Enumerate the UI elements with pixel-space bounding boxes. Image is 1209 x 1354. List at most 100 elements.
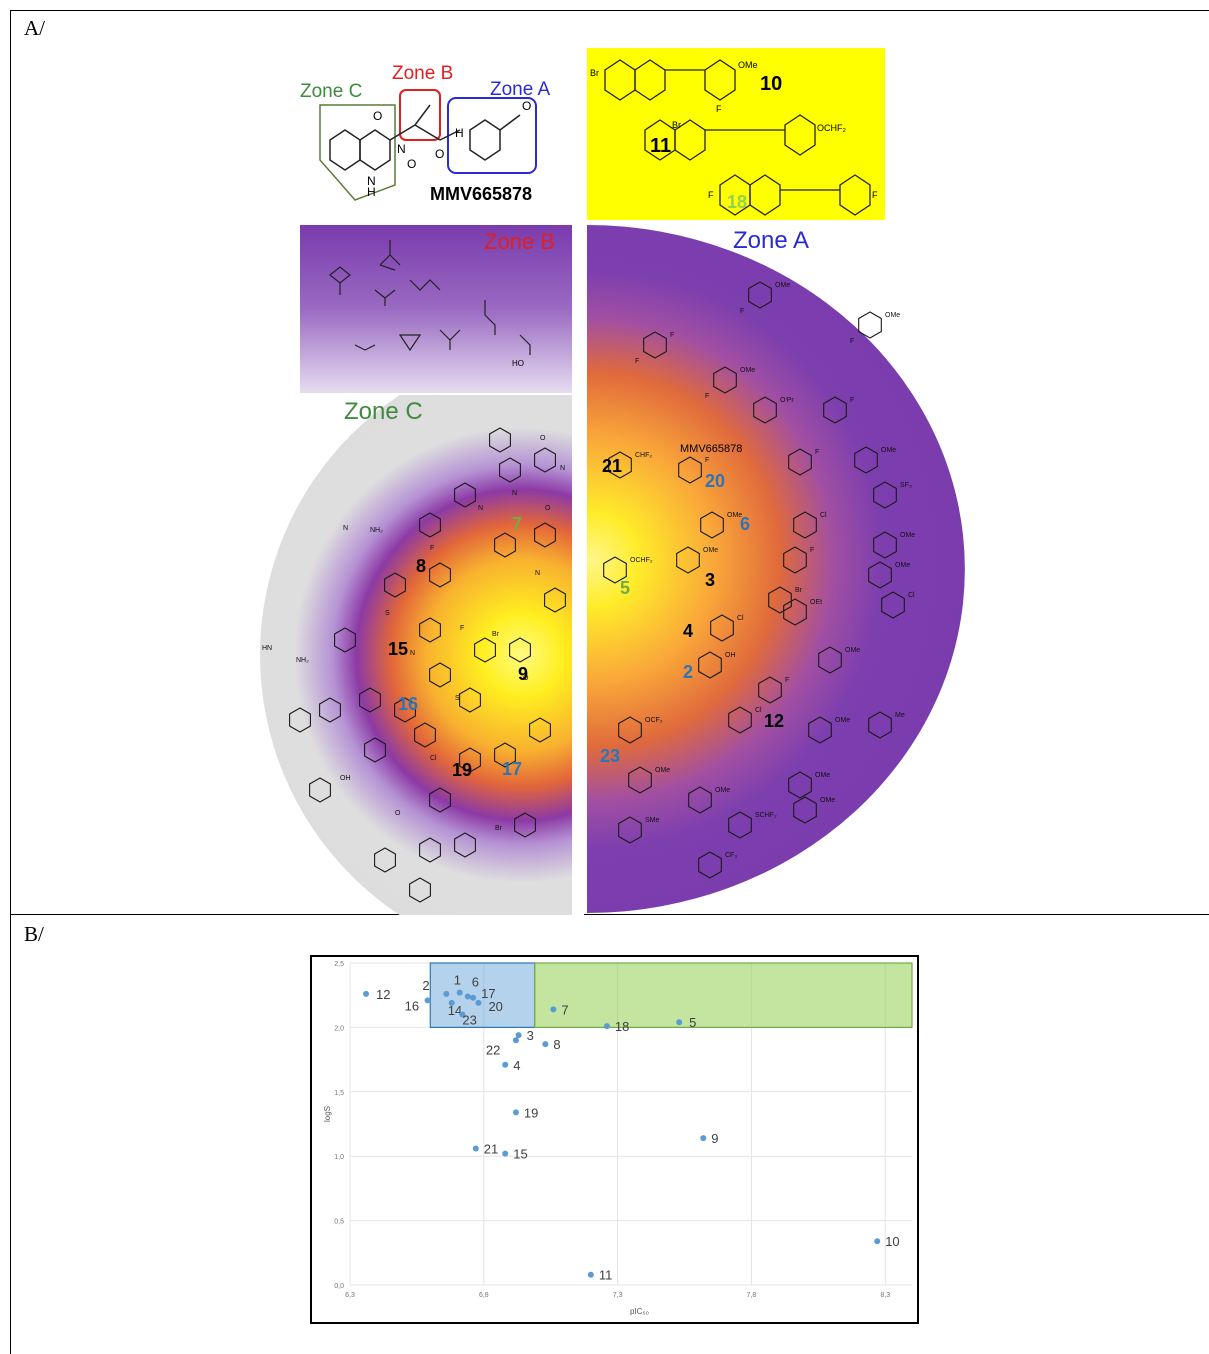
zone-a-ring <box>678 456 702 484</box>
scaffold-compound-name: MMV665878 <box>430 184 532 204</box>
zone-a-ring <box>700 511 724 539</box>
zone-c-ring <box>544 587 566 613</box>
zone-a-substituent-label: OMe <box>815 772 830 779</box>
compound-number-6: 6 <box>740 514 750 534</box>
zone-c-ring <box>319 697 341 723</box>
zone-c-atom-label: S <box>385 610 390 617</box>
zone-a-substituent-label: F <box>740 308 744 315</box>
data-label-11: 11 <box>599 1268 613 1283</box>
zone-c-ring <box>419 617 441 643</box>
zone-a-substituent-label: OMe <box>715 787 730 794</box>
y-tick-label: 1,5 <box>334 1090 344 1097</box>
compound-number-21: 21 <box>602 456 622 476</box>
scaffold-atom-o2: O <box>435 147 444 161</box>
zone-c-atom-label: F <box>460 625 464 632</box>
zone-a-ring <box>688 786 712 814</box>
compound-number-3: 3 <box>705 570 715 590</box>
scaffold-structure: Zone C Zone B Zone A O N H O N H O O MMV… <box>300 63 551 204</box>
zone-c-title: Zone C <box>344 398 423 425</box>
zone-a-substituent-label: CF₃ <box>725 852 737 859</box>
data-label-2: 2 <box>422 978 429 993</box>
compound-number-20: 20 <box>705 471 725 491</box>
zone-a-top-label: Zone A <box>490 79 551 100</box>
data-point-5 <box>676 1019 683 1026</box>
data-label-18: 18 <box>615 1019 629 1034</box>
zone-c-atom-label: N <box>478 505 483 512</box>
zone-a-substituent-label: OMe <box>727 512 742 519</box>
compound-number-8: 8 <box>416 556 426 576</box>
zone-a-substituent-label: Cl <box>737 615 744 622</box>
data-point-1 <box>456 989 463 996</box>
data-label-15: 15 <box>513 1147 527 1162</box>
zone-a-ring <box>881 591 905 619</box>
zone-c-ring <box>499 457 521 483</box>
zone-c-atom-label: Cl <box>430 755 437 762</box>
data-point-12 <box>363 990 370 997</box>
zone-a-substituent-label: F <box>705 457 709 464</box>
data-label-8: 8 <box>553 1037 560 1052</box>
zone-c-atom-label: HN <box>262 645 272 652</box>
x-tick-label: 6,8 <box>479 1292 489 1299</box>
zone-a-substituent-label: OⁱPr <box>780 396 794 404</box>
scaffold-atom-o3: O <box>407 157 416 171</box>
zone-b-panel: Zone B HO <box>300 225 572 393</box>
data-point-21 <box>472 1145 479 1152</box>
zone-c-ring <box>334 627 356 653</box>
zone-a-substituent-label: F <box>850 338 854 345</box>
data-point-4 <box>502 1061 509 1068</box>
zone-a-ring <box>608 451 632 479</box>
zone-a-ring <box>768 586 792 614</box>
data-label-20: 20 <box>488 999 502 1014</box>
data-point-11 <box>587 1271 594 1278</box>
zone-a-substituent-label: OMe <box>703 547 718 554</box>
zone-a-ring <box>710 614 734 642</box>
zone-c-ring <box>459 747 481 773</box>
zone-c-top-label: Zone C <box>300 81 362 102</box>
compound-number-12: 12 <box>764 711 784 731</box>
zone-c-atom-label: F <box>430 545 434 552</box>
compound-number-16: 16 <box>398 694 418 714</box>
y-axis-ticks: 0,00,51,01,52,02,5 <box>334 961 344 1290</box>
zone-a-substituent-label: F <box>810 547 814 554</box>
data-point-6 <box>464 993 471 1000</box>
zone-c-ring <box>429 662 451 688</box>
zone-a-ring <box>698 651 722 679</box>
hb-f2: F <box>708 190 714 200</box>
zone-a-ring <box>628 766 652 794</box>
zone-a-substituent-label: OMe <box>845 647 860 654</box>
zone-c-ring <box>289 707 311 733</box>
zone-a-substituent-label: CHF₂ <box>635 452 652 459</box>
panel-divider <box>10 914 1209 915</box>
hb-compound-10: 10 <box>760 73 782 95</box>
panel-a-label: A/ <box>24 16 45 40</box>
zone-c-atom-label: OH <box>340 775 351 782</box>
zone-c-ring <box>419 512 441 538</box>
zone-a-ring <box>788 771 812 799</box>
data-label-9: 9 <box>711 1131 718 1146</box>
zone-c-atom-label: NH₂ <box>296 657 309 664</box>
zone-c-atom-label: Br <box>495 825 503 832</box>
zone-a-substituent-label: OMe <box>740 367 755 374</box>
scaffold-atom-n3: N <box>367 174 376 188</box>
hb-br2: Br <box>672 120 681 130</box>
hb-ocf: OCHF₂ <box>817 123 846 133</box>
data-label-21: 21 <box>484 1141 498 1156</box>
data-point-7 <box>550 1006 557 1013</box>
zone-c-ring <box>494 742 516 768</box>
zone-a-substituent-label: F <box>670 332 674 339</box>
data-point-10 <box>874 1238 881 1245</box>
data-point-9 <box>700 1135 707 1142</box>
zone-a-substituent-label: Br <box>795 587 803 594</box>
zone-a-substituent-label: F <box>785 677 789 684</box>
hb-f3: F <box>872 190 878 200</box>
scaffold-atom-o1: O <box>373 109 382 123</box>
zone-a-ring <box>643 331 667 359</box>
data-label-7: 7 <box>561 1002 568 1017</box>
zone-a-ring <box>868 711 892 739</box>
zone-a-ring <box>783 546 807 574</box>
zone-c-atom-label: O <box>395 810 401 817</box>
